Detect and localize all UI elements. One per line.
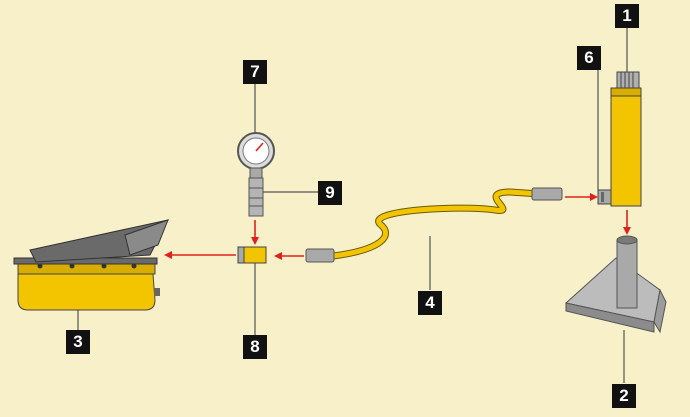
leader-lines (77, 28, 628, 383)
callout-8: 8 (243, 335, 267, 359)
base-stand (564, 235, 667, 334)
callout-7: 7 (243, 60, 267, 84)
callout-3: 3 (66, 330, 90, 354)
gauge-adapter (248, 177, 264, 217)
tee-fitting (237, 246, 267, 264)
cylinder (610, 71, 642, 207)
callout-4: 4 (418, 291, 442, 315)
callout-1: 1 (615, 4, 639, 28)
pressure-gauge (237, 132, 275, 179)
flow-arrows (164, 193, 631, 260)
foot-pump (13, 219, 169, 311)
hose (305, 187, 563, 263)
callout-6: 6 (577, 46, 601, 70)
coupler (597, 189, 612, 205)
callout-9: 9 (318, 181, 342, 205)
callout-2: 2 (612, 384, 636, 408)
